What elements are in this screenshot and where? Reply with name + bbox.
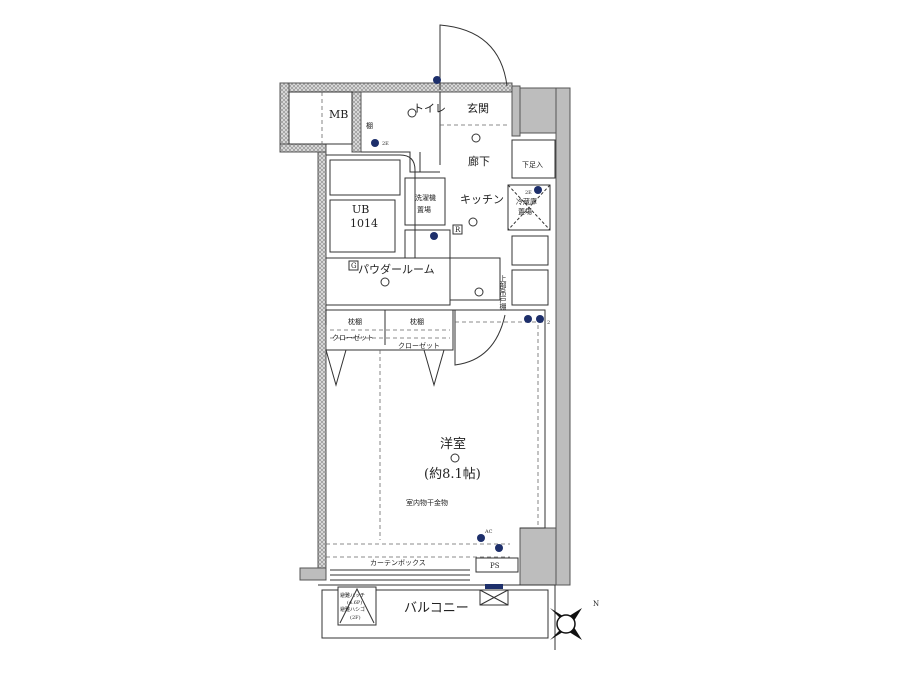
unit-bath-label: UB — [352, 203, 369, 216]
toilet-label: トイレ — [413, 102, 446, 115]
pillow-shelf-label-1: 枕棚 — [348, 317, 362, 326]
north-compass-icon: N — [550, 600, 599, 640]
fridge-space-label-1: 冷蔵庫 — [516, 197, 537, 206]
svg-text:避難ハッチ: 避難ハッチ — [340, 592, 365, 599]
closet-label-2: クローゼット — [398, 341, 440, 350]
walls — [279, 82, 571, 586]
closet-label-1: クローゼット — [332, 333, 374, 342]
western-room-size: (約8.1帖) — [424, 467, 481, 482]
ps-label: PS — [490, 562, 500, 570]
outlet-count: 2 — [547, 320, 550, 326]
pillow-shelf-label-2: 枕棚 — [410, 317, 424, 326]
outlet-icons — [371, 76, 544, 552]
balcony-outline — [318, 584, 556, 650]
interior-walls — [325, 24, 556, 581]
hallway-label: 廊下 — [468, 154, 490, 168]
ac-symbol: AC — [484, 529, 493, 535]
shelf-label: 棚 — [366, 121, 373, 130]
outdoor-unit — [479, 589, 509, 606]
mb-box — [288, 91, 353, 145]
entrance-label: 玄関 — [467, 101, 489, 115]
svg-text:(2F): (2F) — [350, 614, 361, 621]
kitchen-label: キッチン — [460, 193, 504, 206]
dashed-guides — [326, 124, 545, 558]
svg-text:避難ハシゴ: 避難ハシゴ — [340, 606, 365, 613]
mb-label: MB — [329, 108, 348, 121]
svg-text:(4.6P): (4.6P) — [347, 599, 362, 606]
western-room-label: 洋室 — [440, 436, 466, 452]
shoe-cabinet-label: 下足入 — [522, 161, 543, 169]
washer-space-label-2: 置場 — [417, 205, 431, 214]
evacuation-hatch: 避難ハッチ (4.6P) 避難ハシゴ (2F) — [337, 586, 377, 626]
washer-space-label-1: 洗濯機 — [415, 193, 436, 202]
fridge-space-label-2: 置場 — [518, 207, 532, 216]
curtain-box-label: カーテンボックス — [370, 559, 426, 567]
g-symbol: G — [351, 262, 357, 270]
north-label: N — [593, 600, 599, 608]
balcony-label: バルコニー — [404, 601, 469, 616]
2e-toilet-symbol: 2E — [382, 141, 389, 147]
drying-hardware-label: 室内物干金物 — [406, 498, 448, 507]
ps-box — [475, 557, 519, 573]
r-symbol: R — [455, 226, 461, 234]
upper-cabinet-label: 上部吊戸棚 — [499, 274, 507, 311]
powder-room-label: パウダールーム — [358, 262, 435, 276]
2e-fridge-symbol: 2E — [525, 190, 532, 196]
unit-bath-size: 1014 — [350, 217, 378, 230]
